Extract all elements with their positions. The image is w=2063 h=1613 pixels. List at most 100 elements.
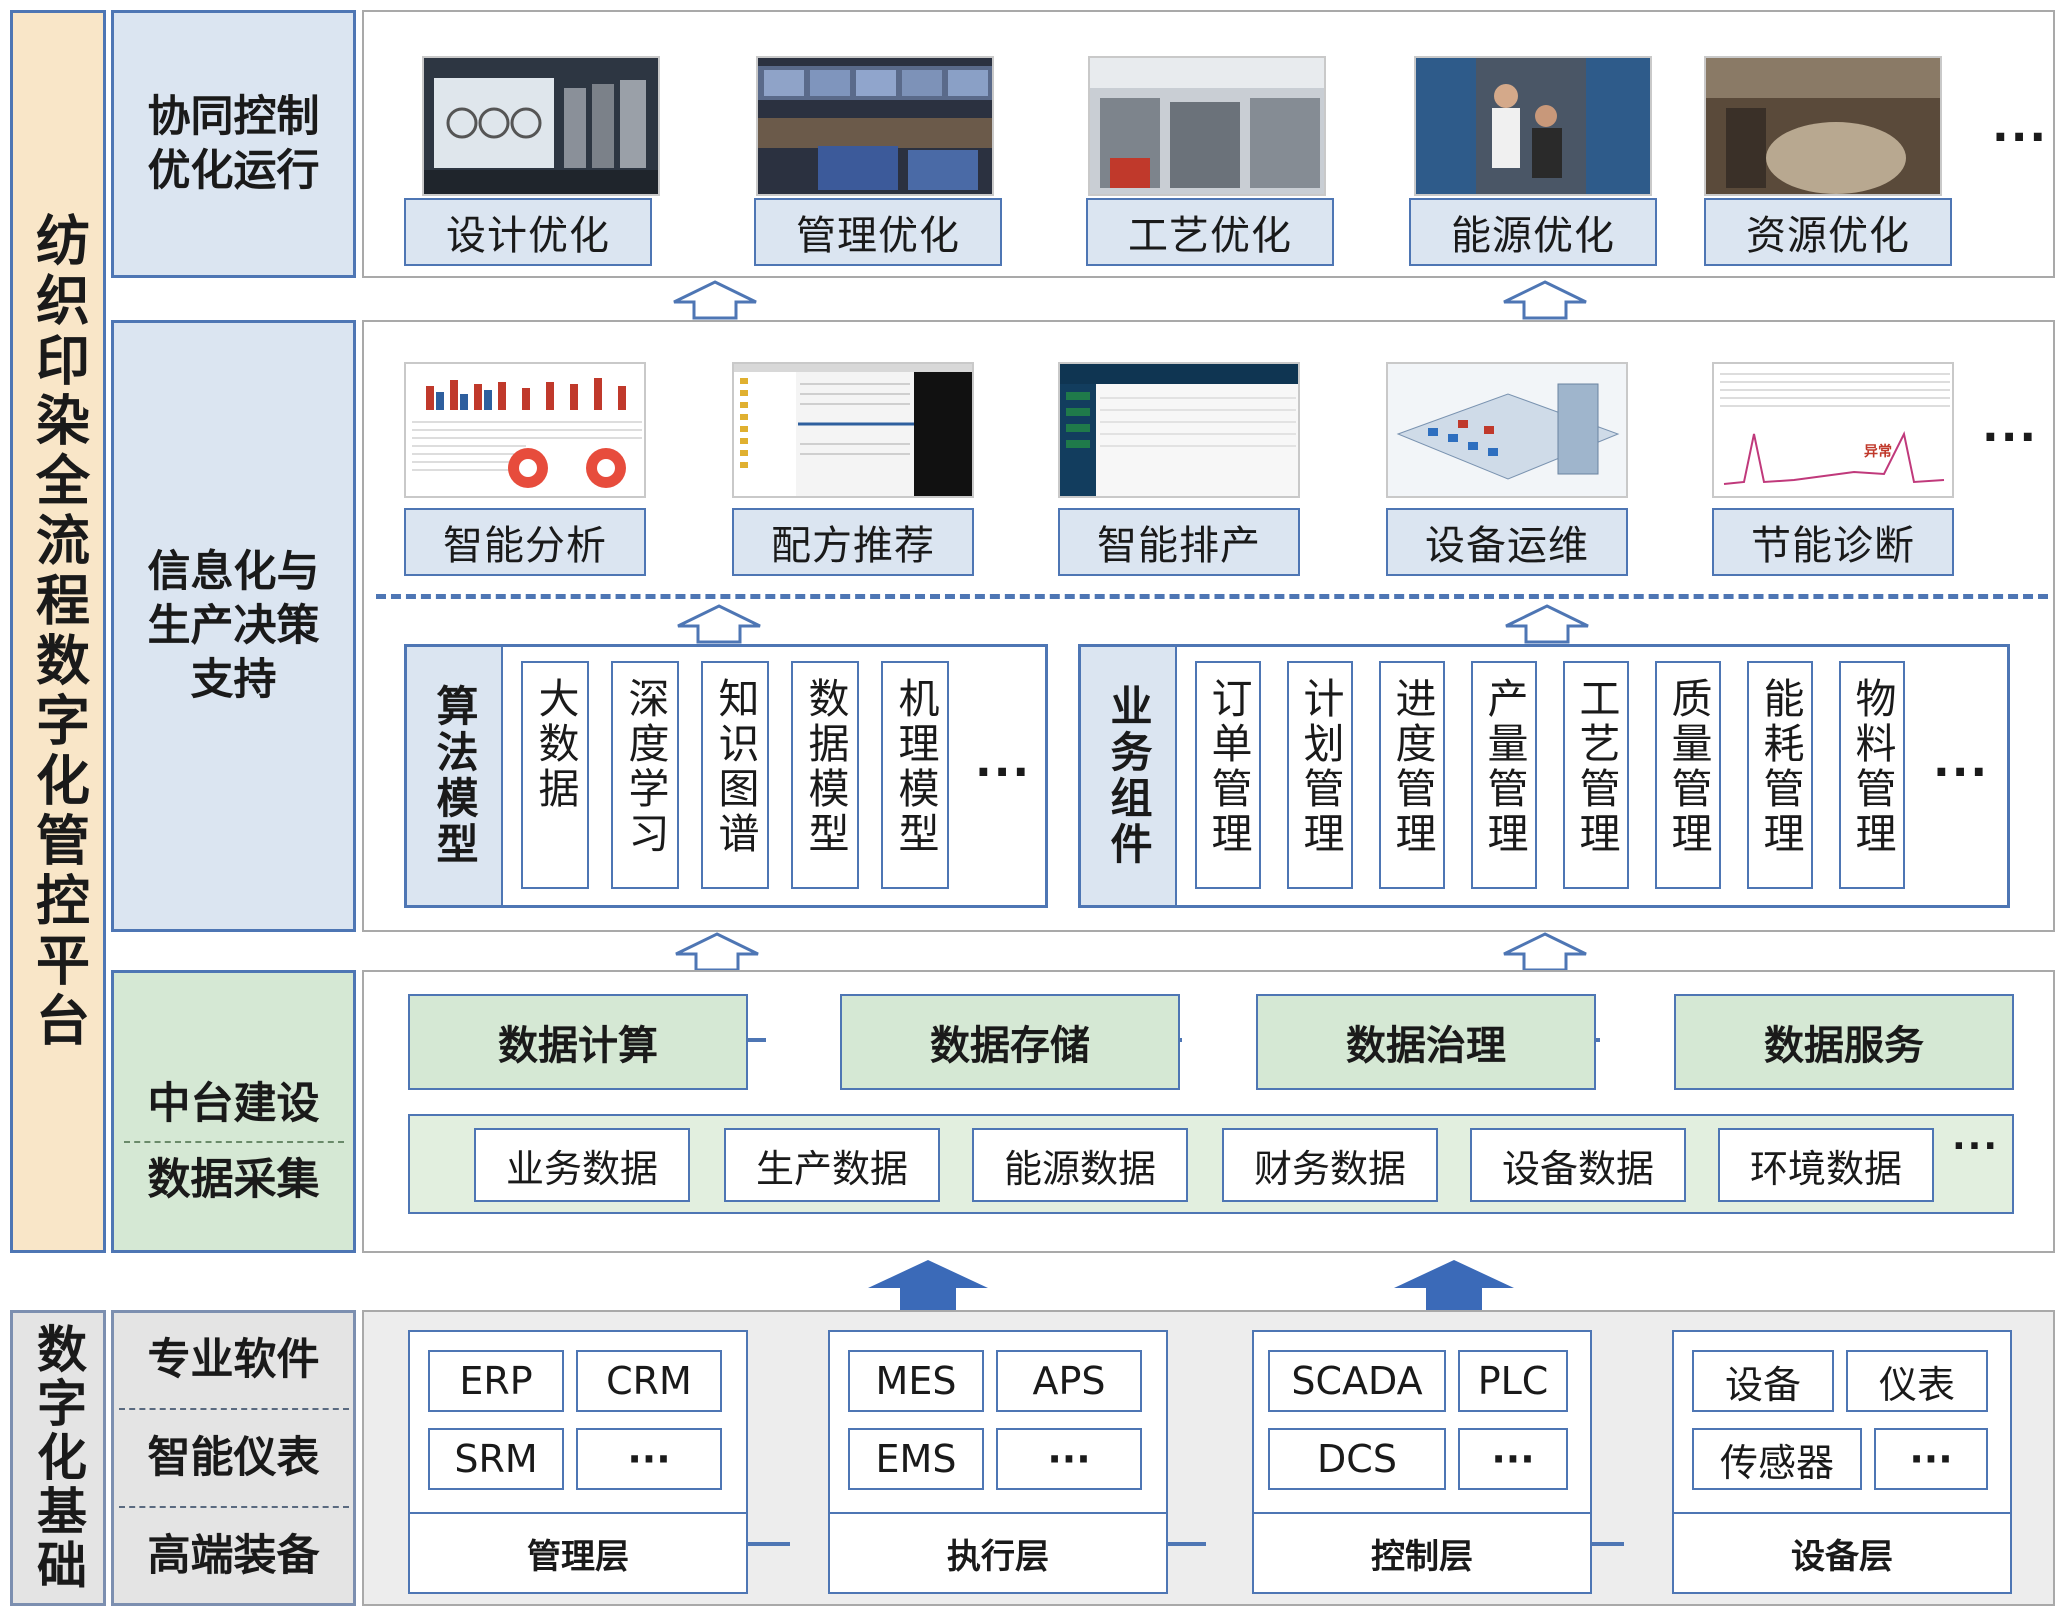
ems-cell: EMS xyxy=(848,1428,984,1490)
device-layer: 设备 仪表 传感器 ··· 设备层 xyxy=(1672,1330,2012,1594)
sensor-cell: 传感器 xyxy=(1692,1428,1862,1490)
foundation-title: 数字化基础 xyxy=(29,1323,87,1593)
collab-panel: 设计优化 管理优化 工艺优化 能源优化 资源优化 ··· xyxy=(362,10,2055,278)
maintenance-screenshot xyxy=(1386,362,1628,498)
apps-more: ··· xyxy=(1982,412,2039,463)
middle-platform-label: 中台建设 xyxy=(147,1078,320,1129)
up-arrow-icon xyxy=(677,604,761,644)
middle-row-label: 中台建设 数据采集 xyxy=(111,970,356,1253)
label-divider xyxy=(118,1408,349,1411)
data-governance-box: 数据治理 xyxy=(1256,994,1596,1090)
mes-cell: MES xyxy=(848,1350,984,1412)
equipment-data-box: 设备数据 xyxy=(1470,1128,1686,1202)
resource-optimization-label: 资源优化 xyxy=(1704,198,1952,266)
energy-diagnosis-screenshot: 异常 xyxy=(1712,362,1954,498)
up-arrow-icon xyxy=(1505,604,1589,644)
erp-cell: ERP xyxy=(428,1350,564,1412)
energy-photo xyxy=(1414,56,1652,196)
design-photo xyxy=(422,56,660,196)
foundation-title-bar: 数字化基础 xyxy=(10,1310,106,1606)
biz-item-output: 产量管理 xyxy=(1471,661,1537,889)
software-label: 专业软件 xyxy=(147,1335,320,1386)
up-arrow-icon xyxy=(673,280,757,320)
smart-analysis-label: 智能分析 xyxy=(404,508,646,576)
management-layer-label: 管理层 xyxy=(410,1512,746,1592)
crm-cell: CRM xyxy=(576,1350,722,1412)
design-optimization-label: 设计优化 xyxy=(404,198,652,266)
business-component-group: 业务组件 订单管理 计划管理 进度管理 产量管理 工艺管理 质量管理 能耗管理 … xyxy=(1078,644,2010,908)
biz-item-progress: 进度管理 xyxy=(1379,661,1445,889)
biz-item-energy: 能耗管理 xyxy=(1747,661,1813,889)
up-arrow-icon xyxy=(675,932,759,972)
info-panel: 异常 智能分析 配方推荐 智能排产 设备运维 节能诊断 ··· 算法模型 大数据… xyxy=(362,320,2055,932)
scada-cell: SCADA xyxy=(1268,1350,1446,1412)
management-photo xyxy=(756,56,994,196)
algo-item-knowledge-graph: 知识图谱 xyxy=(701,661,769,889)
energy-optimization-label: 能源优化 xyxy=(1409,198,1657,266)
data-collection-label: 数据采集 xyxy=(147,1154,320,1205)
device-layer-label: 设备层 xyxy=(1674,1512,2010,1592)
equipment-label: 高端装备 xyxy=(147,1530,320,1581)
label-divider xyxy=(118,1505,349,1508)
production-data-box: 生产数据 xyxy=(724,1128,940,1202)
management-optimization-label: 管理优化 xyxy=(754,198,1002,266)
equipment-maintenance-label: 设备运维 xyxy=(1386,508,1628,576)
device-cell: 设备 xyxy=(1692,1350,1834,1412)
data-sources-band: 业务数据 生产数据 能源数据 财务数据 设备数据 环境数据 ··· xyxy=(408,1114,2014,1214)
solid-up-arrow-icon xyxy=(1394,1260,1514,1312)
sources-more: ··· xyxy=(1952,1126,2000,1167)
biz-more: ··· xyxy=(1933,747,1990,798)
dcs-cell: DCS xyxy=(1268,1428,1446,1490)
biz-item-process: 工艺管理 xyxy=(1563,661,1629,889)
algo-more: ··· xyxy=(975,747,1032,798)
finance-data-box: 财务数据 xyxy=(1222,1128,1438,1202)
energy-diagnosis-label: 节能诊断 xyxy=(1712,508,1954,576)
execution-layer: MES APS EMS ··· 执行层 xyxy=(828,1330,1168,1594)
management-layer: ERP CRM SRM ··· 管理层 xyxy=(408,1330,748,1594)
plc-cell: PLC xyxy=(1458,1350,1568,1412)
control-more-cell: ··· xyxy=(1458,1428,1568,1490)
control-layer: SCADA PLC DCS ··· 控制层 xyxy=(1252,1330,1592,1594)
foundation-row-label: 专业软件 智能仪表 高端装备 xyxy=(111,1310,356,1606)
business-data-box: 业务数据 xyxy=(474,1128,690,1202)
data-service-box: 数据服务 xyxy=(1674,994,2014,1090)
algo-item-bigdata: 大数据 xyxy=(521,661,589,889)
data-compute-box: 数据计算 xyxy=(408,994,748,1090)
middle-panel: 数据计算 数据存储 数据治理 数据服务 业务数据 生产数据 能源数据 财务数据 … xyxy=(362,970,2055,1253)
environment-data-box: 环境数据 xyxy=(1718,1128,1934,1202)
dashed-divider xyxy=(376,594,2048,599)
control-layer-label: 控制层 xyxy=(1254,1512,1590,1592)
info-row-label: 信息化与 生产决策 支持 xyxy=(111,320,356,932)
execution-more-cell: ··· xyxy=(996,1428,1142,1490)
management-more-cell: ··· xyxy=(576,1428,722,1490)
business-component-header: 业务组件 xyxy=(1081,647,1177,905)
connector-line xyxy=(710,1542,790,1546)
platform-title: 纺织印染全流程数字化管控平台 xyxy=(26,211,90,1052)
algo-item-mechanism-model: 机理模型 xyxy=(881,661,949,889)
up-arrow-icon xyxy=(1503,280,1587,320)
up-arrow-icon xyxy=(1503,932,1587,972)
platform-title-bar: 纺织印染全流程数字化管控平台 xyxy=(10,10,106,1253)
biz-item-order: 订单管理 xyxy=(1195,661,1261,889)
device-more-cell: ··· xyxy=(1874,1428,1988,1490)
instrument-label: 智能仪表 xyxy=(147,1432,320,1483)
energy-data-box: 能源数据 xyxy=(972,1128,1188,1202)
recipe-recommend-label: 配方推荐 xyxy=(732,508,974,576)
biz-item-material: 物料管理 xyxy=(1839,661,1905,889)
aps-cell: APS xyxy=(996,1350,1142,1412)
solid-up-arrow-icon xyxy=(868,1260,988,1312)
execution-layer-label: 执行层 xyxy=(830,1512,1166,1592)
meter-cell: 仪表 xyxy=(1846,1350,1988,1412)
analysis-screenshot xyxy=(404,362,646,498)
foundation-panel: ERP CRM SRM ··· 管理层 MES APS EMS ··· 执行层 … xyxy=(362,1310,2055,1606)
scheduling-screenshot xyxy=(1058,362,1300,498)
anomaly-label: 异常 xyxy=(1864,443,1892,460)
biz-item-quality: 质量管理 xyxy=(1655,661,1721,889)
algorithm-model-header: 算法模型 xyxy=(407,647,503,905)
algo-item-deep-learning: 深度学习 xyxy=(611,661,679,889)
algo-item-data-model: 数据模型 xyxy=(791,661,859,889)
resource-photo xyxy=(1704,56,1942,196)
smart-scheduling-label: 智能排产 xyxy=(1058,508,1300,576)
recipe-screenshot xyxy=(732,362,974,498)
data-storage-box: 数据存储 xyxy=(840,994,1180,1090)
